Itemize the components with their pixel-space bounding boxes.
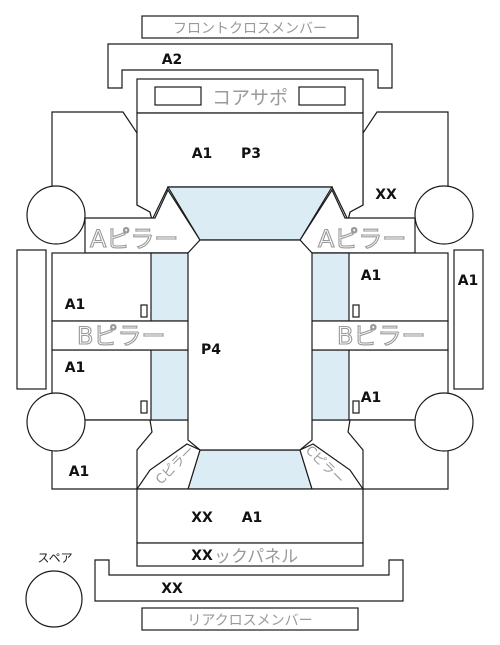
right-a-pillar-label: Aピラー [318, 225, 406, 253]
core-support-right-lamp [298, 86, 346, 106]
left-front-door-handle [140, 304, 148, 318]
roof-panel[interactable] [187, 239, 313, 451]
left-rear-window[interactable] [150, 349, 190, 421]
trunk-code-a1: A1 [242, 510, 263, 526]
right-side-sill-code: A1 [458, 273, 479, 289]
front-cross-member-part[interactable] [107, 43, 393, 89]
right-b-pillar[interactable] [310, 320, 449, 351]
right-front-door-code: A1 [361, 268, 382, 284]
core-support-left-lamp [154, 86, 202, 106]
back-panel-label: ックパネル [214, 547, 298, 567]
left-b-pillar[interactable] [51, 320, 190, 351]
front-member-code: A2 [162, 52, 183, 68]
right-front-window[interactable] [310, 252, 350, 322]
front-fender-right-code: XX [375, 187, 397, 203]
spare-tire[interactable] [25, 570, 83, 628]
trunk-code-xx: XX [191, 510, 213, 526]
left-rear-wheel[interactable] [26, 392, 86, 452]
right-front-door-handle [352, 304, 360, 318]
front-cross-member-label: フロントクロスメンバー [173, 21, 327, 37]
right-front-wheel[interactable] [414, 185, 474, 245]
left-b-pillar-label: Bピラー [77, 322, 165, 350]
bonnet-code-p3: P3 [241, 146, 261, 162]
left-front-window[interactable] [150, 252, 190, 322]
core-support-label: コアサポ [212, 87, 288, 109]
rear-window[interactable] [187, 449, 313, 490]
back-panel-code: XX [191, 548, 213, 564]
front-cross-member-box [141, 15, 359, 39]
trunk-lid[interactable] [136, 488, 364, 544]
right-rear-door-handle [352, 400, 360, 414]
right-rear-door-code: A1 [361, 390, 382, 406]
left-front-wheel[interactable] [26, 185, 86, 245]
right-b-pillar-label: Bピラー [337, 322, 425, 350]
left-side-sill[interactable] [16, 249, 47, 390]
left-front-door-code: A1 [65, 297, 86, 313]
rear-cross-member-label: リアクロスメンバー [187, 613, 312, 629]
right-rear-wheel[interactable] [414, 392, 474, 452]
roof-code: P4 [201, 342, 221, 358]
rear-member-code: XX [161, 581, 183, 597]
bonnet-code-a1: A1 [192, 146, 213, 162]
right-rear-window[interactable] [310, 349, 350, 421]
left-rear-fender-code: A1 [69, 464, 90, 480]
rear-cross-member-box [141, 607, 359, 631]
spare-label: スペア [37, 551, 72, 565]
back-panel[interactable] [136, 542, 364, 567]
rear-cross-member-part[interactable] [94, 559, 404, 602]
left-rear-door-handle [140, 400, 148, 414]
left-a-pillar-label: Aピラー [90, 225, 178, 253]
left-rear-door-code: A1 [65, 360, 86, 376]
right-side-sill[interactable] [453, 249, 484, 390]
